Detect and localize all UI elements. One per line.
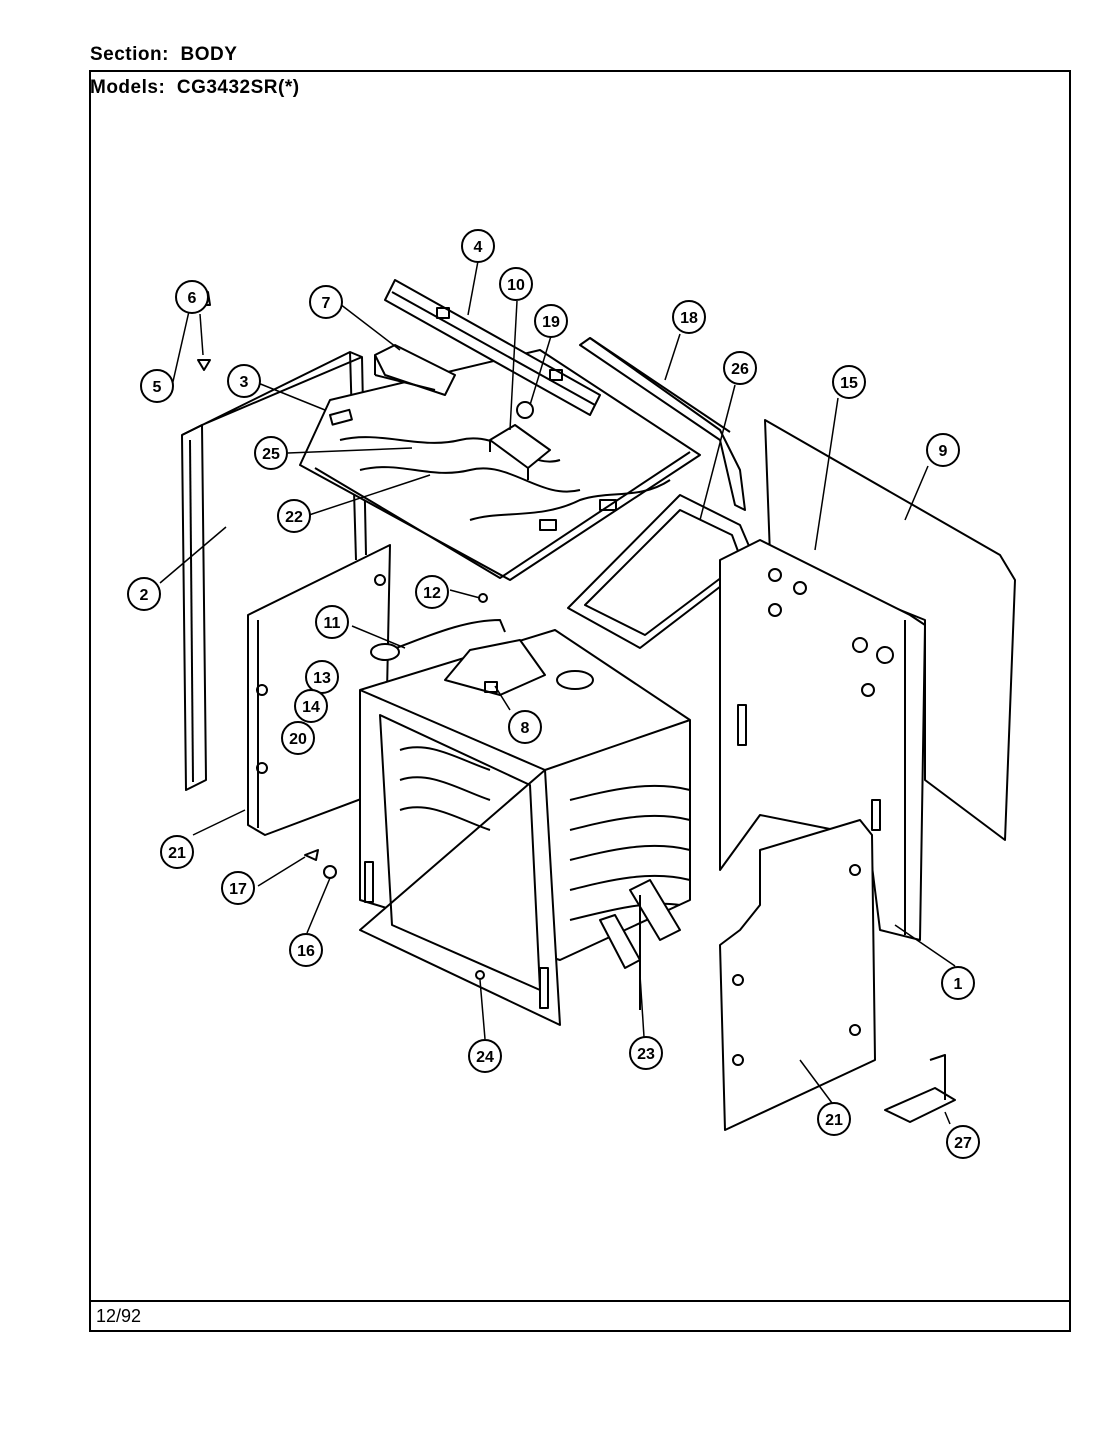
part-door-hinge [599,879,681,1010]
callout-bubble-24 [468,1039,502,1073]
callout-bubble-17 [221,871,255,905]
models-value: CG3432SR(*) [176,77,300,98]
part-module-box [374,344,456,396]
part-ignitor-bracket [489,424,551,480]
footer-date: 12/92 [96,1306,142,1326]
callout-number: 12 [423,585,441,602]
callout-bubble-5 [140,369,174,403]
callout-bubble-21 [817,1102,851,1136]
callout-bubble-16 [289,933,323,967]
callout-number: 7 [322,295,331,312]
callout-bubble-4 [461,229,495,263]
callout-number: 13 [313,670,331,687]
section-value: BODY [180,44,238,65]
callout-number: 24 [476,1049,494,1066]
callout-bubble-11 [315,605,349,639]
callout-number: 27 [954,1135,972,1152]
callout-bubble-26 [723,351,757,385]
callout-bubble-21 [160,835,194,869]
callout-number: 17 [229,881,247,898]
callout-bubble-8 [508,710,542,744]
callout-bubble-7 [309,285,343,319]
diagram-frame [89,70,1071,1332]
callout-bubble-19 [534,304,568,338]
callout-number: 6 [188,290,197,307]
part-top-bracket [444,639,546,696]
part-drip-tray [567,494,756,649]
callout-number: 11 [324,615,341,632]
callout-bubble-13 [305,660,339,694]
callout-number: 2 [140,587,149,604]
callout-number: 21 [825,1112,843,1129]
callout-number: 19 [542,314,560,331]
callout-number: 22 [285,509,303,526]
part-leveling-bracket [884,1054,956,1123]
callout-bubble-20 [281,721,315,755]
callout-bubble-9 [926,433,960,467]
part-burner-box [299,349,701,581]
callout-number: 5 [153,379,162,396]
callout-number: 4 [474,239,483,256]
callout-bubble-1 [941,966,975,1000]
section-label: Section: BODY [90,44,238,65]
callout-number: 20 [289,731,307,748]
footer-divider [89,1300,1071,1302]
callout-bubble-10 [499,267,533,301]
callout-number: 21 [168,845,186,862]
callout-number: 23 [637,1046,655,1063]
part-gasket-frame [579,337,746,511]
callout-bubble-27 [946,1125,980,1159]
callout-bubble-18 [672,300,706,334]
callout-number: 8 [521,720,530,737]
callout-leaders [159,260,956,1125]
callout-number: 10 [507,277,525,294]
callout-number: 26 [731,361,749,378]
callout-number: 1 [954,976,963,993]
callout-bubble-6 [175,280,209,314]
callout-bubble-3 [227,364,261,398]
callout-number: 18 [680,310,698,327]
callout-bubble-25 [254,436,288,470]
callout-number: 15 [840,375,858,392]
callout-bubble-12 [415,575,449,609]
callout-number: 3 [240,374,249,391]
callout-bubble-22 [277,499,311,533]
part-front-trim-strip [181,351,367,791]
callout-bubble-14 [294,689,328,723]
part-sensor-tube [370,619,506,661]
callout-number: 9 [939,443,948,460]
callout-bubble-23 [629,1036,663,1070]
part-lower-side-panel [719,819,876,1131]
callout-bubble-2 [127,577,161,611]
callout-number: 25 [262,446,280,463]
callout-bubble-15 [832,365,866,399]
callout-number: 14 [302,699,320,716]
callout-number: 16 [297,943,315,960]
part-rear-rail [384,279,601,416]
part-oven-cavity [359,629,691,1026]
models-label: Models: CG3432SR(*) [90,77,300,98]
